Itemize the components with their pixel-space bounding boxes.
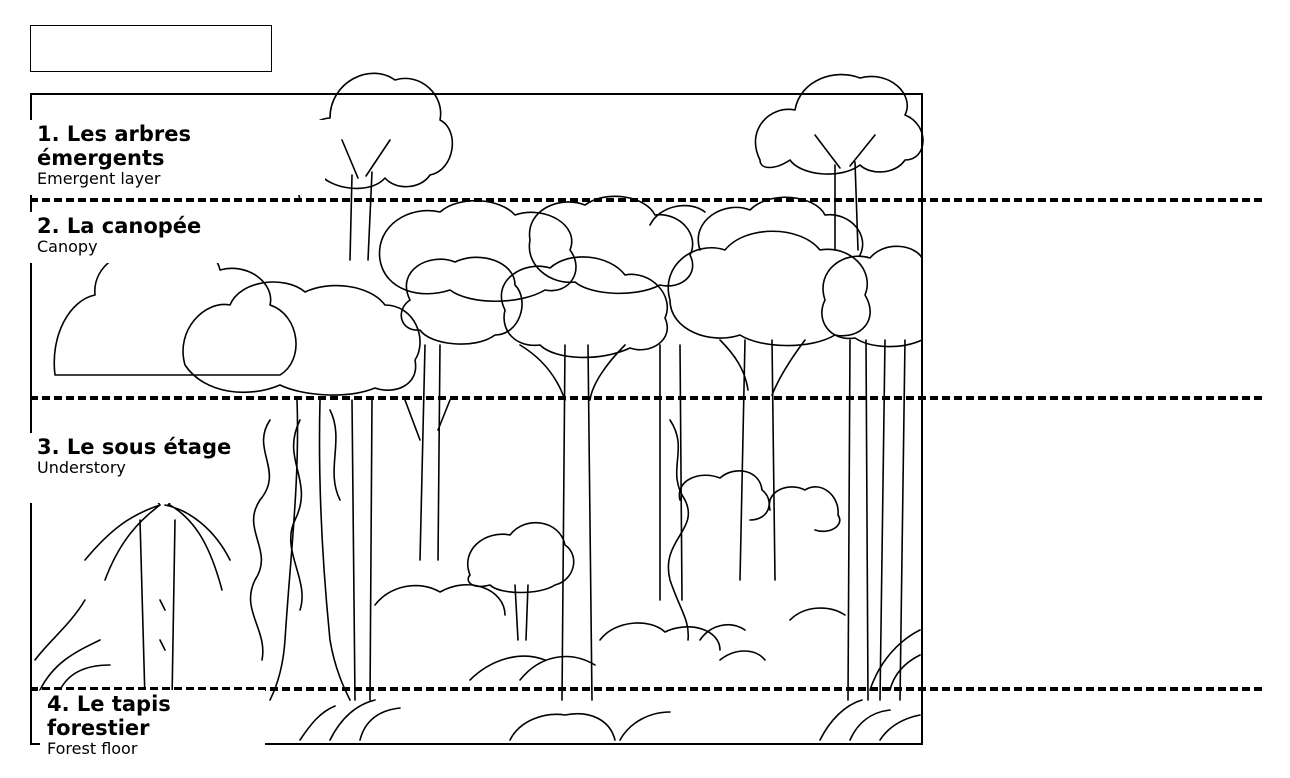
layer-subtitle: Understory [37, 458, 126, 478]
illustration-frame [30, 93, 923, 745]
layer-divider-3 [30, 687, 1262, 691]
layer-title: 3. Le sous étage [37, 435, 232, 459]
layer-divider-1 [30, 198, 1262, 202]
layer-subtitle: Emergent layer [37, 169, 161, 189]
vines [249, 409, 690, 661]
layer-title: 2. La canopée [37, 214, 202, 238]
layer-subtitle: Forest floor [47, 739, 138, 759]
floor-plants [299, 699, 921, 741]
layer-subtitle: Canopy [37, 237, 98, 257]
canopy-crowns [53, 195, 923, 396]
name-box[interactable] [30, 25, 272, 72]
layer-label-forest-floor: 4. Le tapis forestier Forest floor [40, 690, 265, 765]
layer-title: 1. Les arbres émergents [37, 122, 191, 171]
palms-and-ferns [34, 488, 921, 691]
emergent-tree-right [754, 73, 924, 251]
layer-label-canopy: 2. La canopée Canopy [30, 212, 235, 263]
layer-divider-2 [30, 396, 1262, 400]
layer-label-emergent: 1. Les arbres émergents Emergent layer [30, 120, 325, 195]
layer-label-understory: 3. Le sous étage Understory [30, 433, 241, 503]
trunks [139, 339, 906, 701]
understory-shrubs [374, 470, 846, 651]
layer-title: 4. Le tapis forestier [47, 692, 171, 741]
emergent-tree-left [295, 72, 454, 261]
